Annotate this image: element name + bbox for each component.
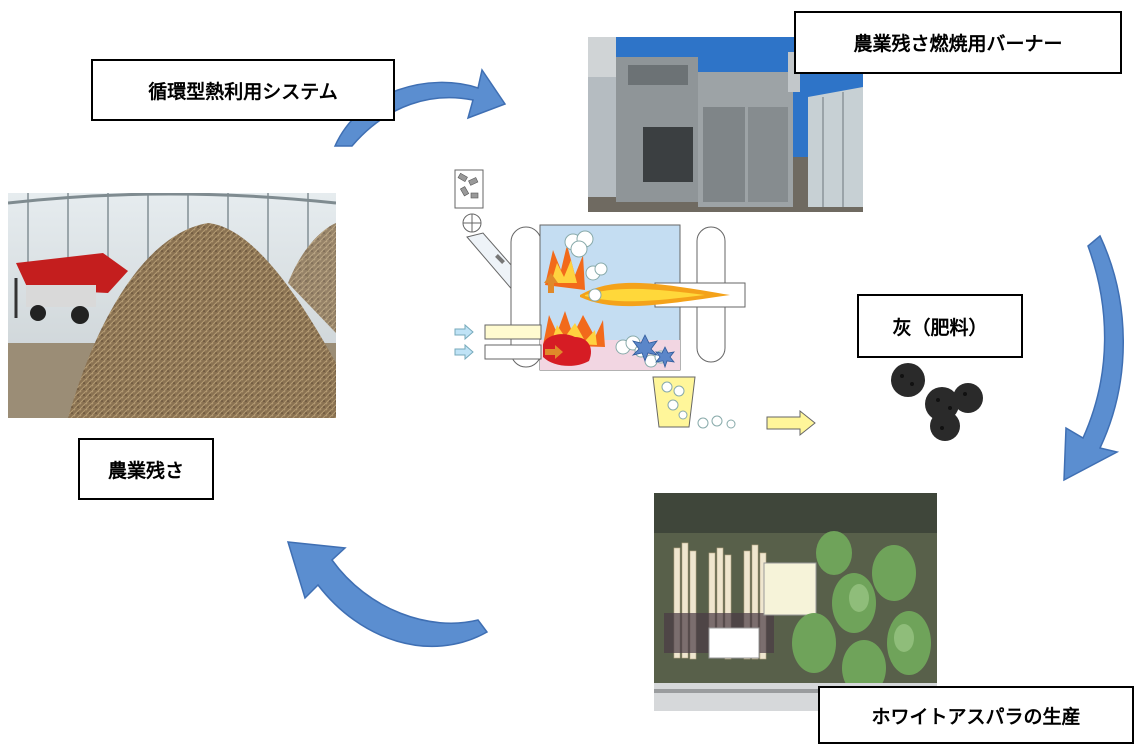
- white-asparagus-display-photo: [654, 493, 937, 711]
- crop-residue-pile-photo: [8, 193, 336, 418]
- shredder-machine: [14, 253, 128, 324]
- cycle-arrow-icon: [1063, 234, 1124, 482]
- label-circular-heat-system: 循環型熱利用システム: [91, 59, 395, 121]
- burner-schematic: [445, 165, 830, 440]
- label-burner: 農業残さ燃焼用バーナー: [794, 11, 1122, 74]
- label-crop-residue: 農業残さ: [78, 438, 214, 500]
- burner-unit-photo: [588, 37, 863, 212]
- cycle-arrow-icon: [286, 541, 489, 648]
- label-ash-fertilizer: 灰（肥料）: [857, 294, 1023, 358]
- label-white-asparagus: ホワイトアスパラの生産: [818, 686, 1134, 744]
- ash-pellets-icon: [891, 363, 983, 441]
